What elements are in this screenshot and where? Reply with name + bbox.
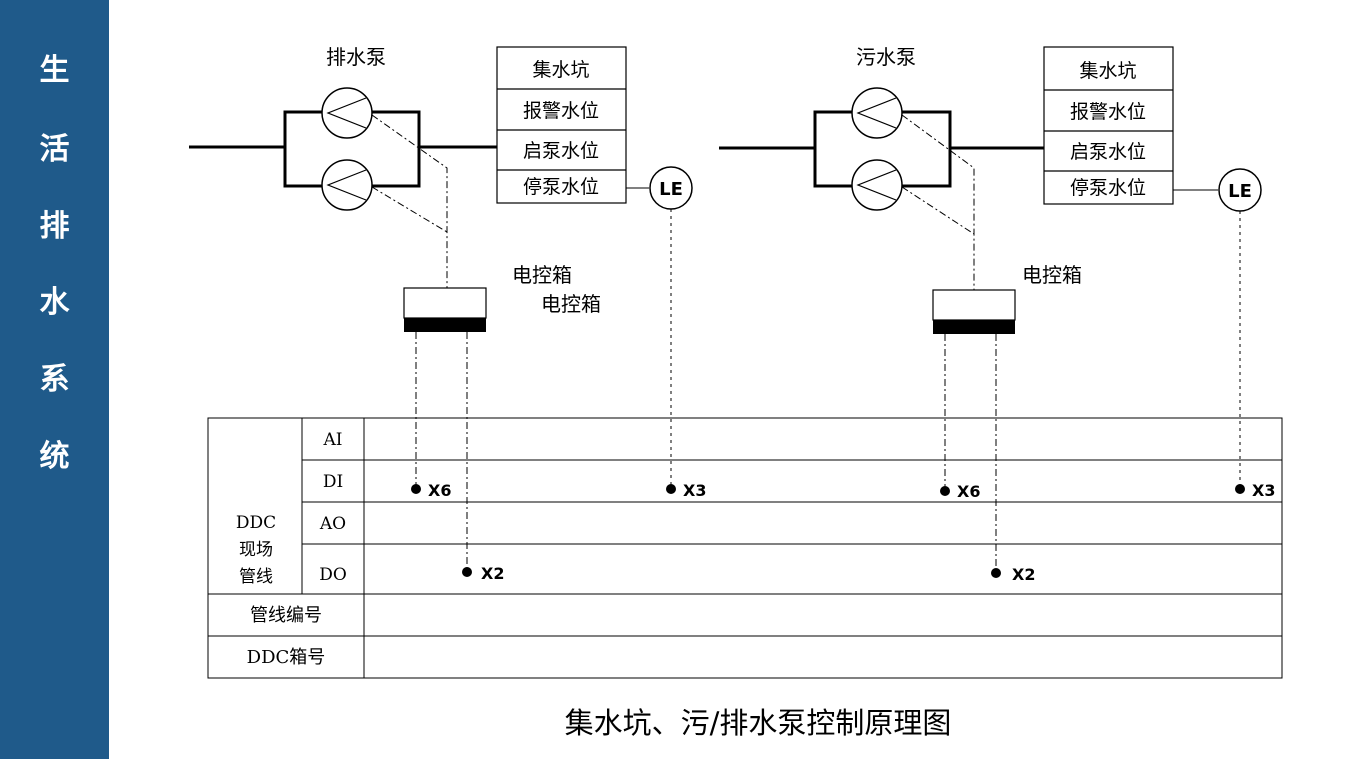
left-pump-signal-lines [371,114,448,288]
right-pit-title: 集水坑 [1079,60,1136,82]
left-do-pump-dot [462,567,472,577]
sidebar-char: 排 [39,209,70,244]
left-pump-label: 排水泵 [326,45,386,69]
right-pipe [719,110,1044,188]
right-system: 污水泵 集水坑 报警水位 启泵水位 停泵水位 [719,45,1262,573]
right-sensor-label: LE [1228,181,1252,202]
row-label-ai: AI [323,430,343,450]
right-box-signal-lines [944,334,997,573]
line-no-label: 管线编号 [250,605,322,626]
diagram-caption: 集水坑、污/排水泵控制原理图 [565,706,952,740]
right-do-pump-dot [991,568,1001,578]
ddc-group-label-line1: DDC [236,513,276,533]
right-level-sensor: LE [1218,168,1262,212]
right-pump-signal-lines [901,114,975,291]
left-level-sensor: LE [649,166,693,210]
sidebar-char: 水 [39,285,70,320]
left-pump-lower-icon [321,159,373,211]
left-system: 排水泵 集水坑 报警水位 启泵水位 [189,45,693,572]
ddc-group-label-line2: 现场 [239,540,273,560]
left-control-box [403,287,487,332]
right-pump-lower-icon [851,159,903,211]
left-di-pump-point: X6 [428,481,451,500]
left-pit-table: 集水坑 报警水位 启泵水位 停泵水位 [496,46,627,204]
left-box-label: 电控箱 [512,263,572,287]
left-start-level: 启泵水位 [523,140,599,162]
left-di-sensor-dot [666,484,676,494]
right-di-sensor-point: X3 [1252,481,1275,500]
row-label-do: DO [319,565,347,585]
left-alarm-level: 报警水位 [523,100,599,122]
right-box-label: 电控箱 [1022,263,1082,287]
ddc-group-label-line3: 管线 [239,567,273,587]
sidebar: 生 活 排 水 系 统 [0,0,109,759]
right-pump-label: 污水泵 [856,45,916,69]
row-label-ao: AO [319,514,346,534]
right-pit-table: 集水坑 报警水位 启泵水位 停泵水位 [1043,46,1174,205]
right-pump-upper-icon [851,87,903,139]
left-sensor-label: LE [659,179,683,200]
sidebar-char: 系 [39,362,70,397]
right-di-pump-dot [940,486,950,496]
left-box-label-2: 电控箱 [541,292,601,316]
left-di-sensor-point: X3 [683,481,706,500]
left-stop-level: 停泵水位 [523,176,599,198]
left-do-pump-point: X2 [481,564,504,583]
left-pipe [189,110,497,188]
row-label-di: DI [323,472,343,492]
right-alarm-level: 报警水位 [1070,101,1146,123]
left-pit-title: 集水坑 [532,59,589,81]
right-start-level: 启泵水位 [1070,141,1146,163]
right-di-sensor-dot [1235,484,1245,494]
ddc-table: DDC 现场 管线 AI DI AO DO 管线编号 DDC箱号 X6 X3 X… [207,417,1283,679]
left-pump-upper-icon [321,87,373,139]
left-box-signal-lines [415,332,468,572]
left-di-pump-dot [411,484,421,494]
ddc-box-no-label: DDC箱号 [247,647,326,668]
sidebar-char: 活 [39,132,70,167]
sidebar-char: 生 [39,53,70,88]
right-stop-level: 停泵水位 [1070,177,1146,199]
right-di-pump-point: X6 [957,482,980,501]
right-control-box [932,289,1016,334]
sidebar-char: 统 [39,439,70,474]
right-do-pump-point: X2 [1012,565,1035,584]
